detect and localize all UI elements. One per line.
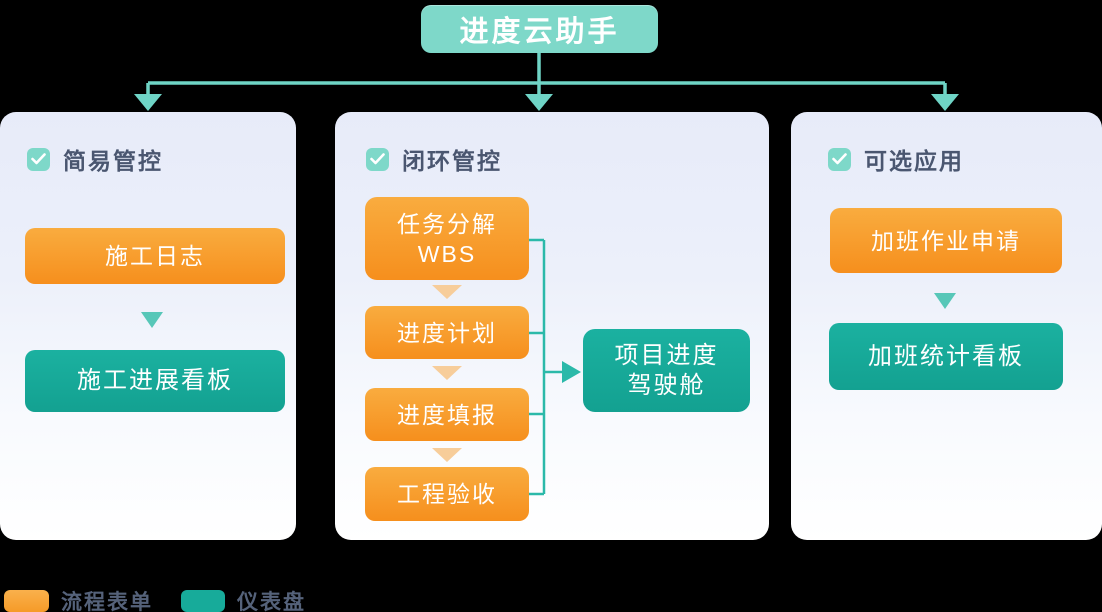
legend-swatch-form — [4, 590, 49, 612]
panel-simple-title: 简易管控 — [63, 148, 163, 174]
checkbox-checked-icon[interactable] — [366, 147, 389, 171]
node-progress-report[interactable]: 进度填报 — [365, 388, 529, 441]
collector-line — [529, 238, 563, 496]
node-overtime-stats-board[interactable]: 加班统计看板 — [829, 323, 1063, 390]
arrow-right-icon — [562, 361, 581, 383]
panel-optional-title: 可选应用 — [864, 148, 964, 174]
arrow-down-icon — [432, 366, 462, 380]
root-node-title[interactable]: 进度云助手 — [421, 5, 658, 53]
arrow-down-icon — [432, 448, 462, 462]
node-project-acceptance[interactable]: 工程验收 — [365, 467, 529, 521]
node-progress-cockpit-line2: 驾驶舱 — [627, 371, 706, 399]
arrow-down-icon — [134, 94, 162, 111]
legend-label-form: 流程表单 — [61, 591, 153, 612]
checkbox-checked-icon[interactable] — [828, 147, 851, 171]
panel-simple-control: 简易管控 施工日志 施工进展看板 — [0, 112, 296, 540]
panel-optional-apps: 可选应用 加班作业申请 加班统计看板 — [791, 112, 1102, 540]
node-progress-cockpit-line1: 项目进度 — [614, 341, 719, 369]
node-wbs-line1: 任务分解 — [397, 210, 497, 237]
panel-closed-loop-title: 闭环管控 — [402, 148, 502, 174]
node-wbs-line2: WBS — [417, 240, 477, 267]
node-wbs[interactable]: 任务分解 WBS — [365, 197, 529, 280]
checkbox-checked-icon[interactable] — [27, 147, 50, 171]
node-schedule-plan[interactable]: 进度计划 — [365, 306, 529, 359]
arrow-down-icon — [934, 293, 956, 309]
legend-swatch-dashboard — [181, 590, 225, 612]
node-construction-progress-board[interactable]: 施工进展看板 — [25, 350, 285, 412]
node-construction-log[interactable]: 施工日志 — [25, 228, 285, 284]
branch-line — [146, 53, 947, 94]
arrow-down-icon — [525, 94, 553, 111]
panel-simple-header: 简易管控 — [27, 142, 163, 176]
panel-closed-loop-header: 闭环管控 — [366, 142, 502, 176]
legend-label-dashboard: 仪表盘 — [237, 591, 306, 612]
arrow-down-icon — [141, 312, 163, 328]
arrow-down-icon — [931, 94, 959, 111]
node-overtime-apply[interactable]: 加班作业申请 — [830, 208, 1062, 273]
arrow-down-icon — [432, 285, 462, 299]
legend-item-form: 流程表单 — [4, 586, 153, 612]
node-progress-cockpit[interactable]: 项目进度 驾驶舱 — [583, 329, 750, 412]
panel-optional-header: 可选应用 — [828, 142, 964, 176]
panel-closed-loop-control: 闭环管控 任务分解 WBS 进度计划 进度填报 工程验收 项目进度 驾驶舱 — [335, 112, 769, 540]
legend-item-dashboard: 仪表盘 — [181, 586, 306, 612]
